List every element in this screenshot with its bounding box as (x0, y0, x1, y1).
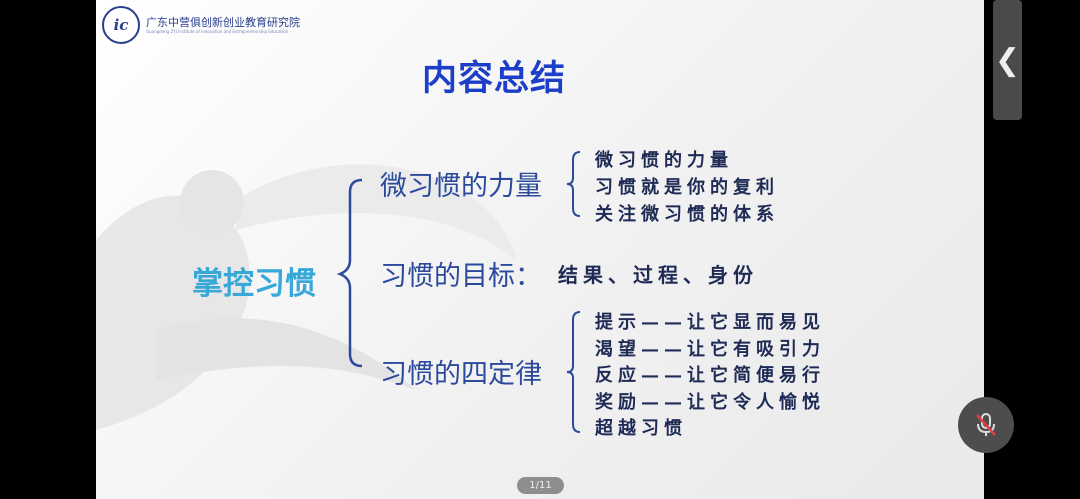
branch-four-laws: 习惯的四定律 (380, 359, 542, 390)
sub-bracket-1 (566, 151, 581, 217)
branch-habit-goals: 习惯的目标： (380, 261, 542, 292)
chevron-left-icon: ❮ (994, 42, 1021, 78)
slide: ic 广东中营俱创新创业教育研究院 Guangdong ZYJ Institut… (96, 0, 984, 499)
page-indicator: 1/11 (517, 477, 564, 494)
sub-bracket-3 (566, 311, 581, 433)
main-bracket (336, 178, 363, 368)
branch-habit-goals-items: 结果、过程、身份 (558, 263, 758, 287)
leaf-item: 超越习惯 (595, 418, 687, 439)
leaf-item: 提示——让它显而易见 (595, 312, 825, 333)
mic-mute-button[interactable] (958, 397, 1014, 453)
slide-title: 内容总结 (422, 59, 567, 99)
leaf-item: 反应——让它简便易行 (595, 365, 825, 386)
org-name-cn: 广东中营俱创新创业教育研究院 (146, 15, 300, 29)
org-logo: ic 广东中营俱创新创业教育研究院 Guangdong ZYJ Institut… (102, 6, 300, 44)
watermark-logo (96, 164, 516, 430)
org-name-en: Guangdong ZYJ Institute of Innovation an… (146, 28, 289, 34)
root-topic: 掌控习惯 (192, 266, 316, 302)
collapse-panel-button[interactable]: ❮ (993, 0, 1022, 120)
mic-muted-icon (976, 413, 996, 436)
leaf-item: 关注微习惯的体系 (595, 204, 779, 225)
leaf-item: 渴望——让它有吸引力 (595, 339, 825, 360)
leaf-item: 奖励——让它令人愉悦 (595, 392, 825, 413)
branch-micro-habits: 微习惯的力量 (380, 171, 542, 202)
leaf-item: 微习惯的力量 (595, 150, 733, 171)
leaf-item: 习惯就是你的复利 (595, 177, 779, 198)
logo-icon: ic (102, 6, 140, 44)
